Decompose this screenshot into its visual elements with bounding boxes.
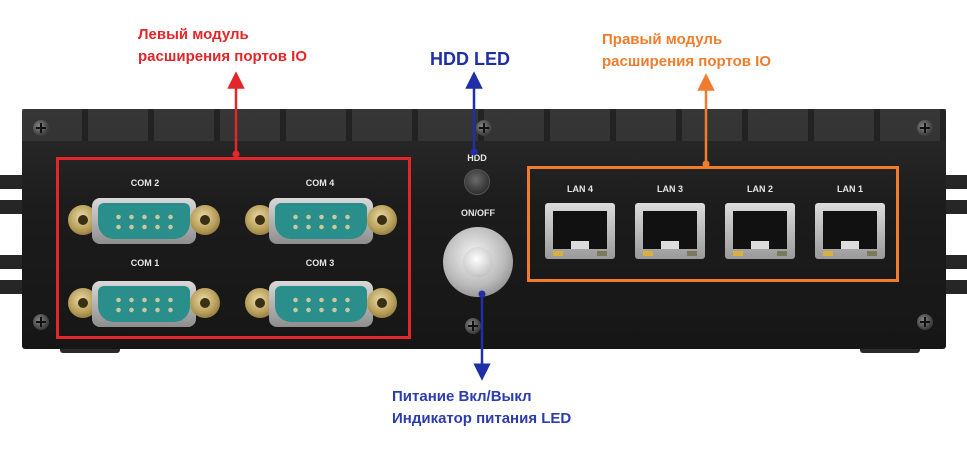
power-button[interactable] (443, 227, 513, 297)
lan-port-connector (635, 203, 705, 259)
lan-port-label: LAN 2 (746, 184, 773, 194)
left-side-fin (0, 200, 24, 214)
screw-icon (465, 318, 481, 334)
right-side-fin (943, 255, 967, 269)
onoff-label: ON/OFF (461, 208, 495, 218)
hdd-led-callout: HDD LED (430, 49, 510, 69)
right-side-fin (943, 175, 967, 189)
right-module-arrow-dot (702, 160, 710, 168)
lan-port-label: LAN 4 (566, 184, 593, 194)
com-port-label: COM 1 (130, 258, 160, 268)
left-side-fin (0, 255, 24, 269)
left-module-arrow-dot (232, 150, 240, 158)
hdd-led-arrow-dot (470, 148, 478, 156)
screw-icon (33, 120, 49, 136)
left-module-callout-line-1: Левый модуль (138, 26, 249, 43)
com-port-label: COM 3 (305, 258, 335, 268)
right-module-callout-line-1: Правый модуль (602, 31, 723, 48)
left-side-fin (0, 175, 24, 189)
right-side-fin (943, 280, 967, 294)
lan-port-label: LAN 3 (656, 184, 683, 194)
device-foot (860, 345, 920, 353)
lan-port-connector (815, 203, 885, 259)
power-callout-line-1: Питание Вкл/Выкл (392, 388, 532, 405)
com-port-connector (245, 198, 397, 244)
screw-icon (917, 314, 933, 330)
hdd-label: HDD (467, 153, 487, 163)
lan-port-label: LAN 1 (836, 184, 863, 194)
left-module-callout: Левый модуль расширения портов IO (138, 24, 307, 68)
right-side-fin (943, 200, 967, 214)
power-callout-line-2: Индикатор питания LED (392, 410, 572, 427)
screw-icon (917, 120, 933, 136)
right-module-callout: Правый модуль расширения портов IO (602, 29, 771, 73)
power-callout: Питание Вкл/Выкл Индикатор питания LED (392, 386, 571, 430)
right-module-callout-line-2: расширения портов IO (602, 53, 771, 70)
left-module-callout-line-2: расширения портов IO (138, 48, 307, 65)
left-side-fin (0, 280, 24, 294)
com-port-label: COM 4 (305, 178, 335, 188)
com-port-connector (245, 281, 397, 327)
left-module-highlight (56, 157, 411, 339)
com-port-label: COM 2 (130, 178, 160, 188)
lan-port-connector (545, 203, 615, 259)
hdd-led-indicator (464, 169, 490, 195)
screw-icon (33, 314, 49, 330)
lan-port-connector (725, 203, 795, 259)
power-arrow-dot (478, 290, 486, 298)
right-module-highlight (527, 166, 899, 282)
com-port-connector (68, 281, 220, 327)
screw-icon (476, 120, 492, 136)
device-foot (60, 345, 120, 353)
com-port-connector (68, 198, 220, 244)
